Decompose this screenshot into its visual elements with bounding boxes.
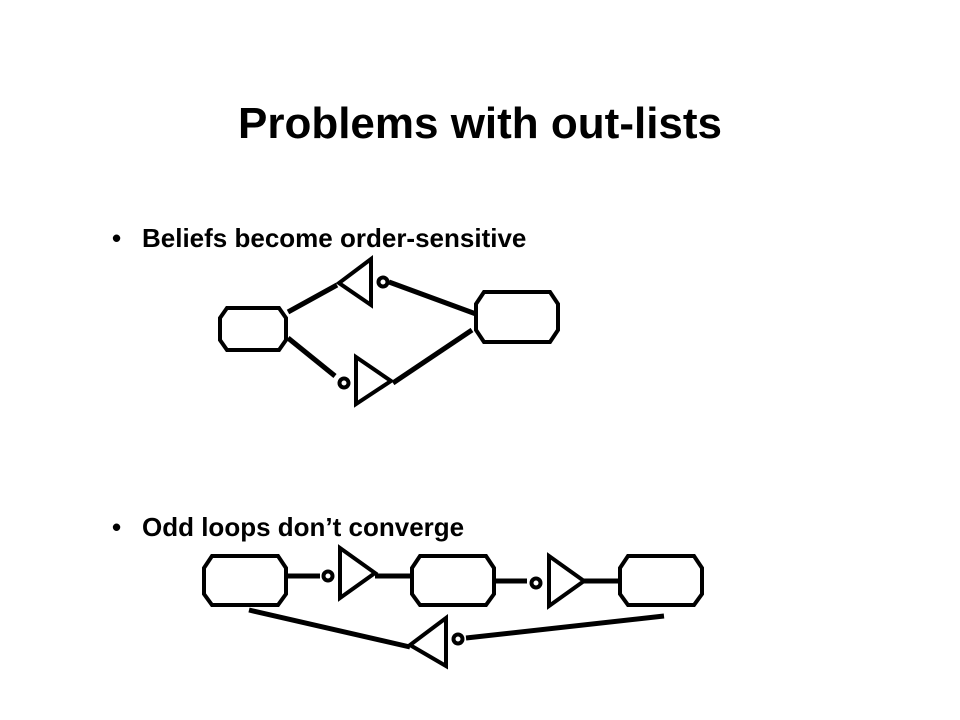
negation-bubble [451, 632, 465, 646]
negation-bubble [337, 376, 351, 390]
inverter-2-icon [547, 552, 588, 610]
bullet-odd-loops: • Odd loops don’t converge [112, 511, 464, 543]
node-1 [202, 554, 288, 607]
wire [388, 279, 477, 317]
slide-title: Problems with out-lists [237, 99, 723, 148]
inverter-1-icon [338, 544, 379, 602]
feedback-wire [465, 613, 665, 641]
lower-inverter-icon [354, 353, 395, 408]
bullet-symbol: • [112, 223, 122, 253]
order-sensitive-diagram [218, 255, 560, 408]
node-3 [618, 554, 704, 607]
odd-loop-diagram [202, 544, 704, 670]
upper-inverter-icon [335, 255, 373, 309]
bullet-order-sensitive: • Beliefs become order-sensitive [112, 222, 526, 254]
bullet-text: Beliefs become order-sensitive [142, 223, 527, 253]
bullet-symbol: • [112, 512, 122, 542]
wire [286, 282, 339, 315]
feedback-wire [248, 607, 411, 650]
bullet-text: Odd loops don’t converge [142, 512, 465, 542]
negation-bubble [376, 275, 390, 289]
wire [391, 327, 474, 386]
feedback-inverter-icon [406, 614, 448, 670]
negation-bubble [321, 569, 335, 583]
wire [286, 336, 337, 378]
node-2 [410, 554, 496, 607]
negation-bubble [529, 576, 543, 590]
right-node [474, 290, 560, 344]
left-node [218, 306, 288, 352]
